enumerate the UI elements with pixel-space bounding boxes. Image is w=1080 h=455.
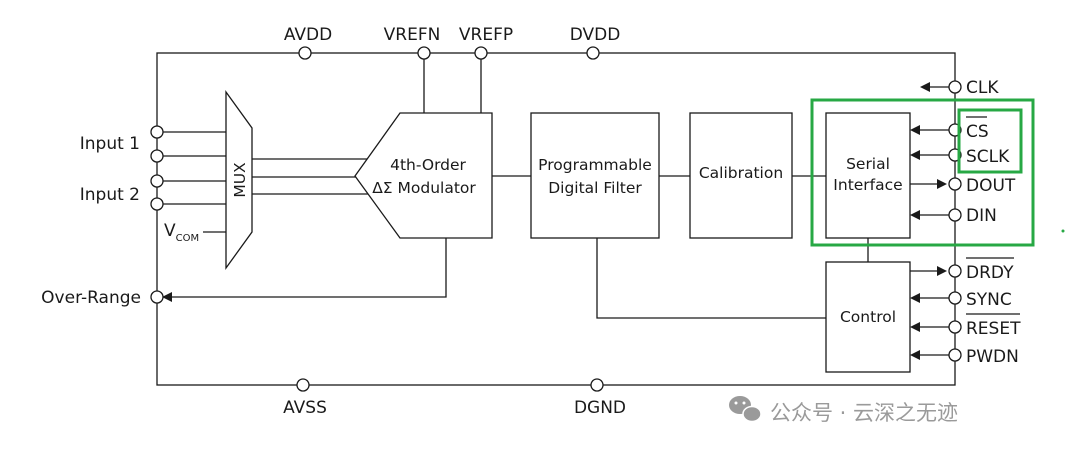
reset-pin	[948, 320, 962, 334]
control-block	[825, 261, 911, 373]
pwdn-pin	[948, 348, 962, 362]
dout-pin	[948, 177, 962, 191]
drdy-label: DRDY	[966, 263, 1014, 283]
din-pin	[948, 208, 962, 222]
drdy-pin	[948, 264, 962, 278]
pwdn-label: PWDN	[966, 347, 1019, 367]
sync-pin	[948, 291, 962, 305]
serial-interface-block	[825, 112, 911, 239]
cs-sclk-highlight	[957, 108, 1023, 174]
input2-label: Input 2	[80, 185, 140, 205]
cs-label: CS	[966, 122, 989, 142]
sync-label: SYNC	[966, 290, 1012, 310]
avss-label: AVSS	[283, 398, 327, 418]
clk-label: CLK	[966, 78, 999, 98]
dgnd-label: DGND	[574, 398, 626, 418]
wechat-icon	[729, 396, 762, 423]
filter-label-1: Programmable	[538, 156, 652, 174]
dvdd-pin	[586, 46, 600, 60]
highlight-dot	[1061, 229, 1065, 233]
watermark-text: 公众号 · 云深之无迹	[770, 401, 958, 425]
modulator-label-1: 4th-Order	[390, 156, 466, 174]
calibration-block	[689, 112, 793, 239]
vrefn-label: VREFN	[384, 25, 441, 45]
dgnd-pin	[590, 378, 604, 392]
avdd-pin	[298, 46, 312, 60]
filter-label-2: Digital Filter	[548, 179, 642, 197]
serial-label-1: Serial	[846, 155, 890, 173]
modulator-block	[354, 112, 493, 239]
input1-pos-pin	[150, 125, 164, 139]
avss-pin	[296, 378, 310, 392]
din-label: DIN	[966, 206, 997, 226]
reset-label: RESET	[966, 319, 1021, 339]
over-range-pin	[150, 290, 164, 304]
vcom-label: VCOM	[164, 221, 199, 244]
input2-neg-pin	[150, 197, 164, 211]
vrefn-pin	[417, 46, 431, 60]
over-range-label: Over-Range	[41, 288, 141, 308]
input1-neg-pin	[150, 149, 164, 163]
avdd-label: AVDD	[284, 25, 332, 45]
mux-block	[225, 89, 253, 271]
serial-interface-highlight	[810, 98, 1035, 247]
digital-filter-block	[530, 112, 660, 239]
input2-pos-pin	[150, 174, 164, 188]
vrefp-pin	[474, 46, 488, 60]
vrefp-label: VREFP	[459, 25, 513, 45]
serial-label-2: Interface	[833, 176, 902, 194]
input1-label: Input 1	[80, 134, 140, 154]
clk-pin	[948, 80, 962, 94]
dout-label: DOUT	[966, 176, 1016, 196]
calibration-label: Calibration	[699, 164, 783, 182]
control-label: Control	[840, 308, 896, 326]
dvdd-label: DVDD	[570, 25, 621, 45]
modulator-label-2: ΔΣ Modulator	[372, 179, 476, 197]
sclk-label: SCLK	[966, 147, 1010, 167]
mux-label: MUX	[231, 162, 249, 198]
